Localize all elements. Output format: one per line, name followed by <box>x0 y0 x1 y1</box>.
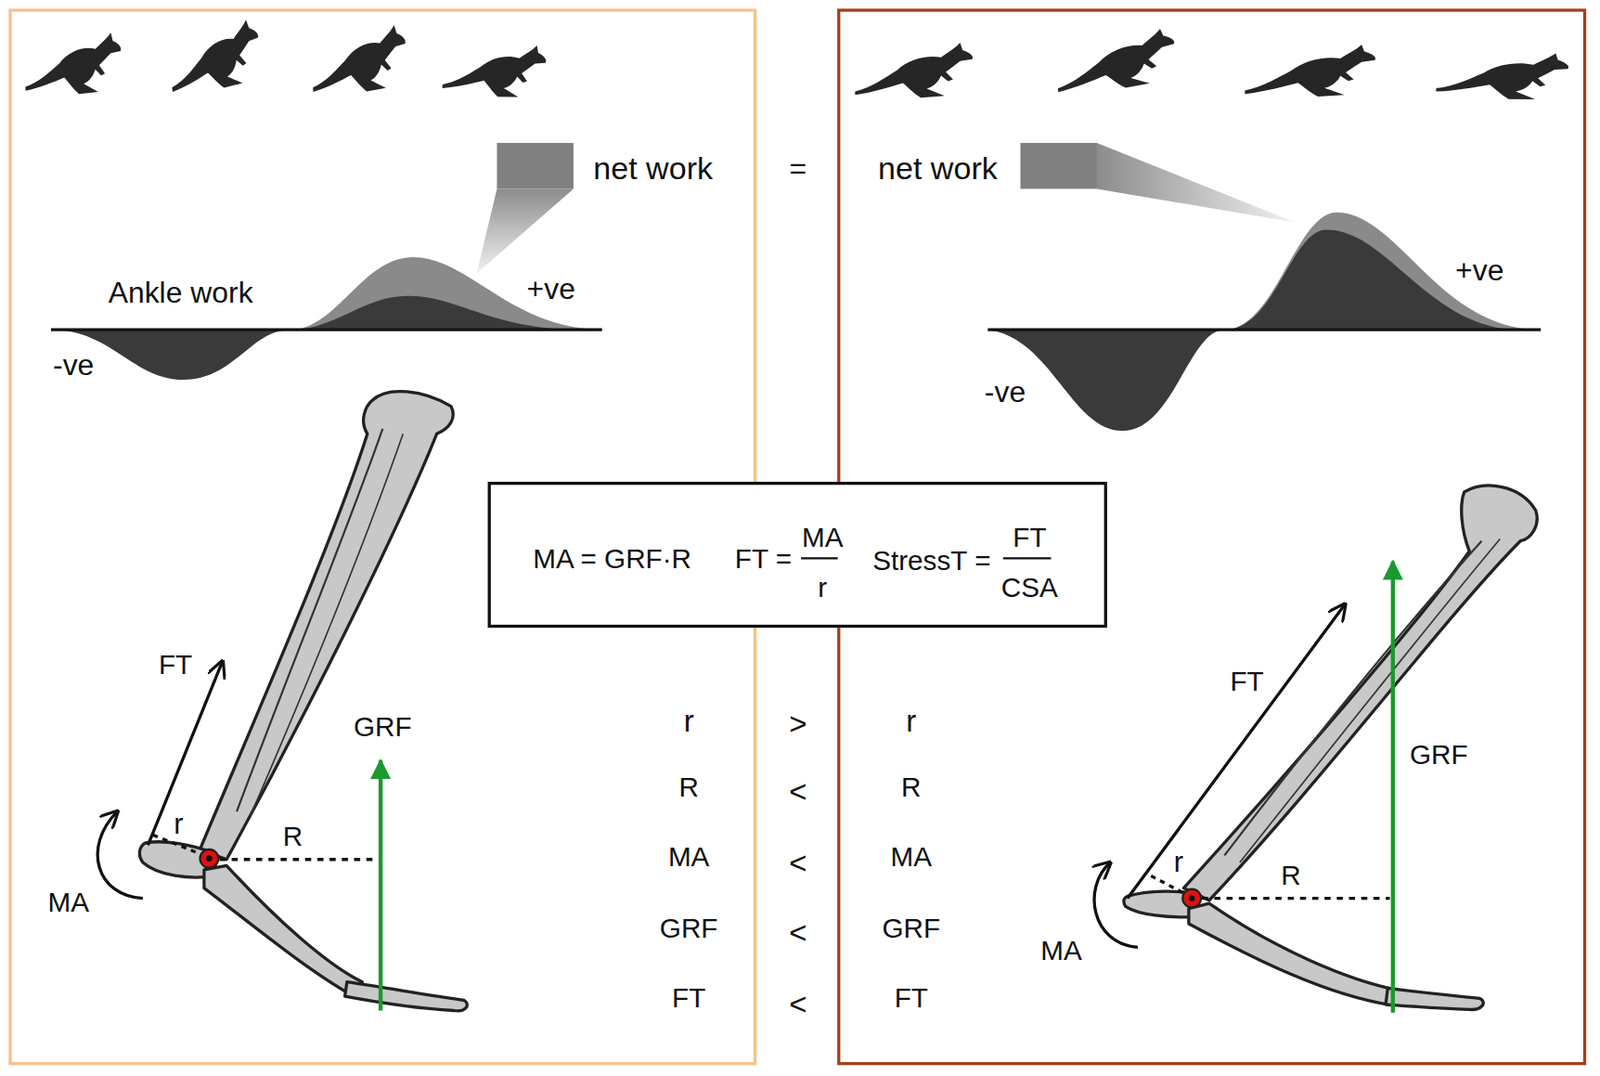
ankle-joint <box>200 849 220 868</box>
moment-arrow <box>97 811 143 898</box>
figure-label: R <box>283 823 303 852</box>
moment-arm-r <box>1150 875 1186 894</box>
kangaroo-silhouette <box>1244 44 1376 97</box>
grf-arrow <box>378 760 383 1010</box>
figure-label: +ve <box>527 273 576 304</box>
figure-label: < <box>788 916 807 948</box>
moment-arm-R <box>219 857 381 861</box>
fibula-line <box>236 428 383 812</box>
tibia-bone <box>200 391 454 860</box>
figure-label: R <box>1280 862 1301 891</box>
right-leg-skeleton <box>1123 485 1537 1009</box>
callout-funnel <box>1096 142 1296 223</box>
ankle-joint-center <box>1188 894 1196 902</box>
figure-label: -ve <box>984 376 1026 407</box>
kangaroo-silhouette <box>854 42 973 98</box>
figure-label: < <box>788 848 807 879</box>
figure-label: r <box>1174 848 1184 878</box>
baseline <box>987 327 1541 331</box>
grf-arrow <box>1391 561 1395 1013</box>
fibula-line <box>1239 539 1500 864</box>
node-text: MA <box>801 524 844 553</box>
node-text: StressT = <box>872 547 991 576</box>
figure-label: r <box>173 810 183 839</box>
fibula-line <box>249 433 403 816</box>
foot-bone <box>1188 903 1398 1006</box>
kangaroo-silhouette <box>1435 45 1570 104</box>
positive-work-total <box>1224 212 1541 330</box>
figure-label: r <box>683 706 695 737</box>
node-text: CSA <box>1001 573 1059 602</box>
equation-box: MA = GRF·R FT = MA r StressT = FT CSA <box>488 481 1108 628</box>
figure-label: MA <box>47 889 90 917</box>
toe-bone <box>1385 987 1484 1009</box>
figure-label: r <box>905 706 917 737</box>
tibia-bone <box>1183 485 1537 901</box>
node-text: net work <box>877 152 998 184</box>
fraction-bar <box>1003 556 1052 559</box>
toe-bone <box>345 981 468 1011</box>
kangaroo-silhouette <box>309 24 409 95</box>
ankle-joint <box>1182 889 1201 908</box>
figure-label: GRF <box>659 915 719 943</box>
foot-bone <box>204 864 362 995</box>
figure-label: MA <box>1040 937 1083 966</box>
node-text: FT <box>1012 524 1046 553</box>
net-work-box: net work <box>1019 142 1097 189</box>
kangaroo-silhouette <box>25 32 121 94</box>
fibula-line <box>1224 541 1482 856</box>
kangaroo-silhouette <box>164 18 265 95</box>
tendon-force-arrow <box>147 660 222 845</box>
figure-label: MA <box>668 843 710 872</box>
node-text: r <box>817 573 827 602</box>
positive-work-curve <box>1224 229 1521 330</box>
figure-label: GRF <box>1409 741 1469 770</box>
tendon-force-arrow <box>1127 604 1345 899</box>
fraction-bar <box>800 556 839 559</box>
node-text: net work <box>593 152 713 184</box>
moment-arm-R <box>1201 896 1390 900</box>
figure-label: +ve <box>1455 255 1504 285</box>
callout-funnel <box>476 188 573 273</box>
figure-label: FT <box>894 983 929 1012</box>
kangaroo-silhouette <box>441 36 548 102</box>
left-leg-skeleton <box>139 391 467 1011</box>
net-work-box: net work <box>496 142 573 189</box>
figure-label: FT <box>158 651 193 680</box>
figure-label: R <box>678 774 698 802</box>
figure-label: GRF <box>353 713 413 742</box>
figure-label: -ve <box>52 350 94 381</box>
ankle-joint-center <box>206 854 213 862</box>
figure-label: R <box>901 774 921 802</box>
node-text: MA = GRF·R <box>532 545 692 574</box>
figure-label: Ankle work <box>108 278 254 309</box>
figure-label: < <box>788 776 807 808</box>
figure-label: GRF <box>882 915 942 943</box>
positive-work-total <box>290 257 605 330</box>
baseline <box>51 327 603 331</box>
figure-label: = <box>788 153 807 183</box>
kangaroo-silhouette <box>1052 27 1178 96</box>
figure-label: FT <box>671 983 706 1012</box>
negative-work-curve <box>51 329 291 380</box>
figure-label: FT <box>1229 668 1264 697</box>
moment-arrow <box>1094 862 1138 947</box>
figure-label: < <box>788 988 807 1020</box>
figure-label: > <box>788 708 807 739</box>
node-text: FT = <box>735 545 792 574</box>
figure-label: MA <box>890 843 933 872</box>
